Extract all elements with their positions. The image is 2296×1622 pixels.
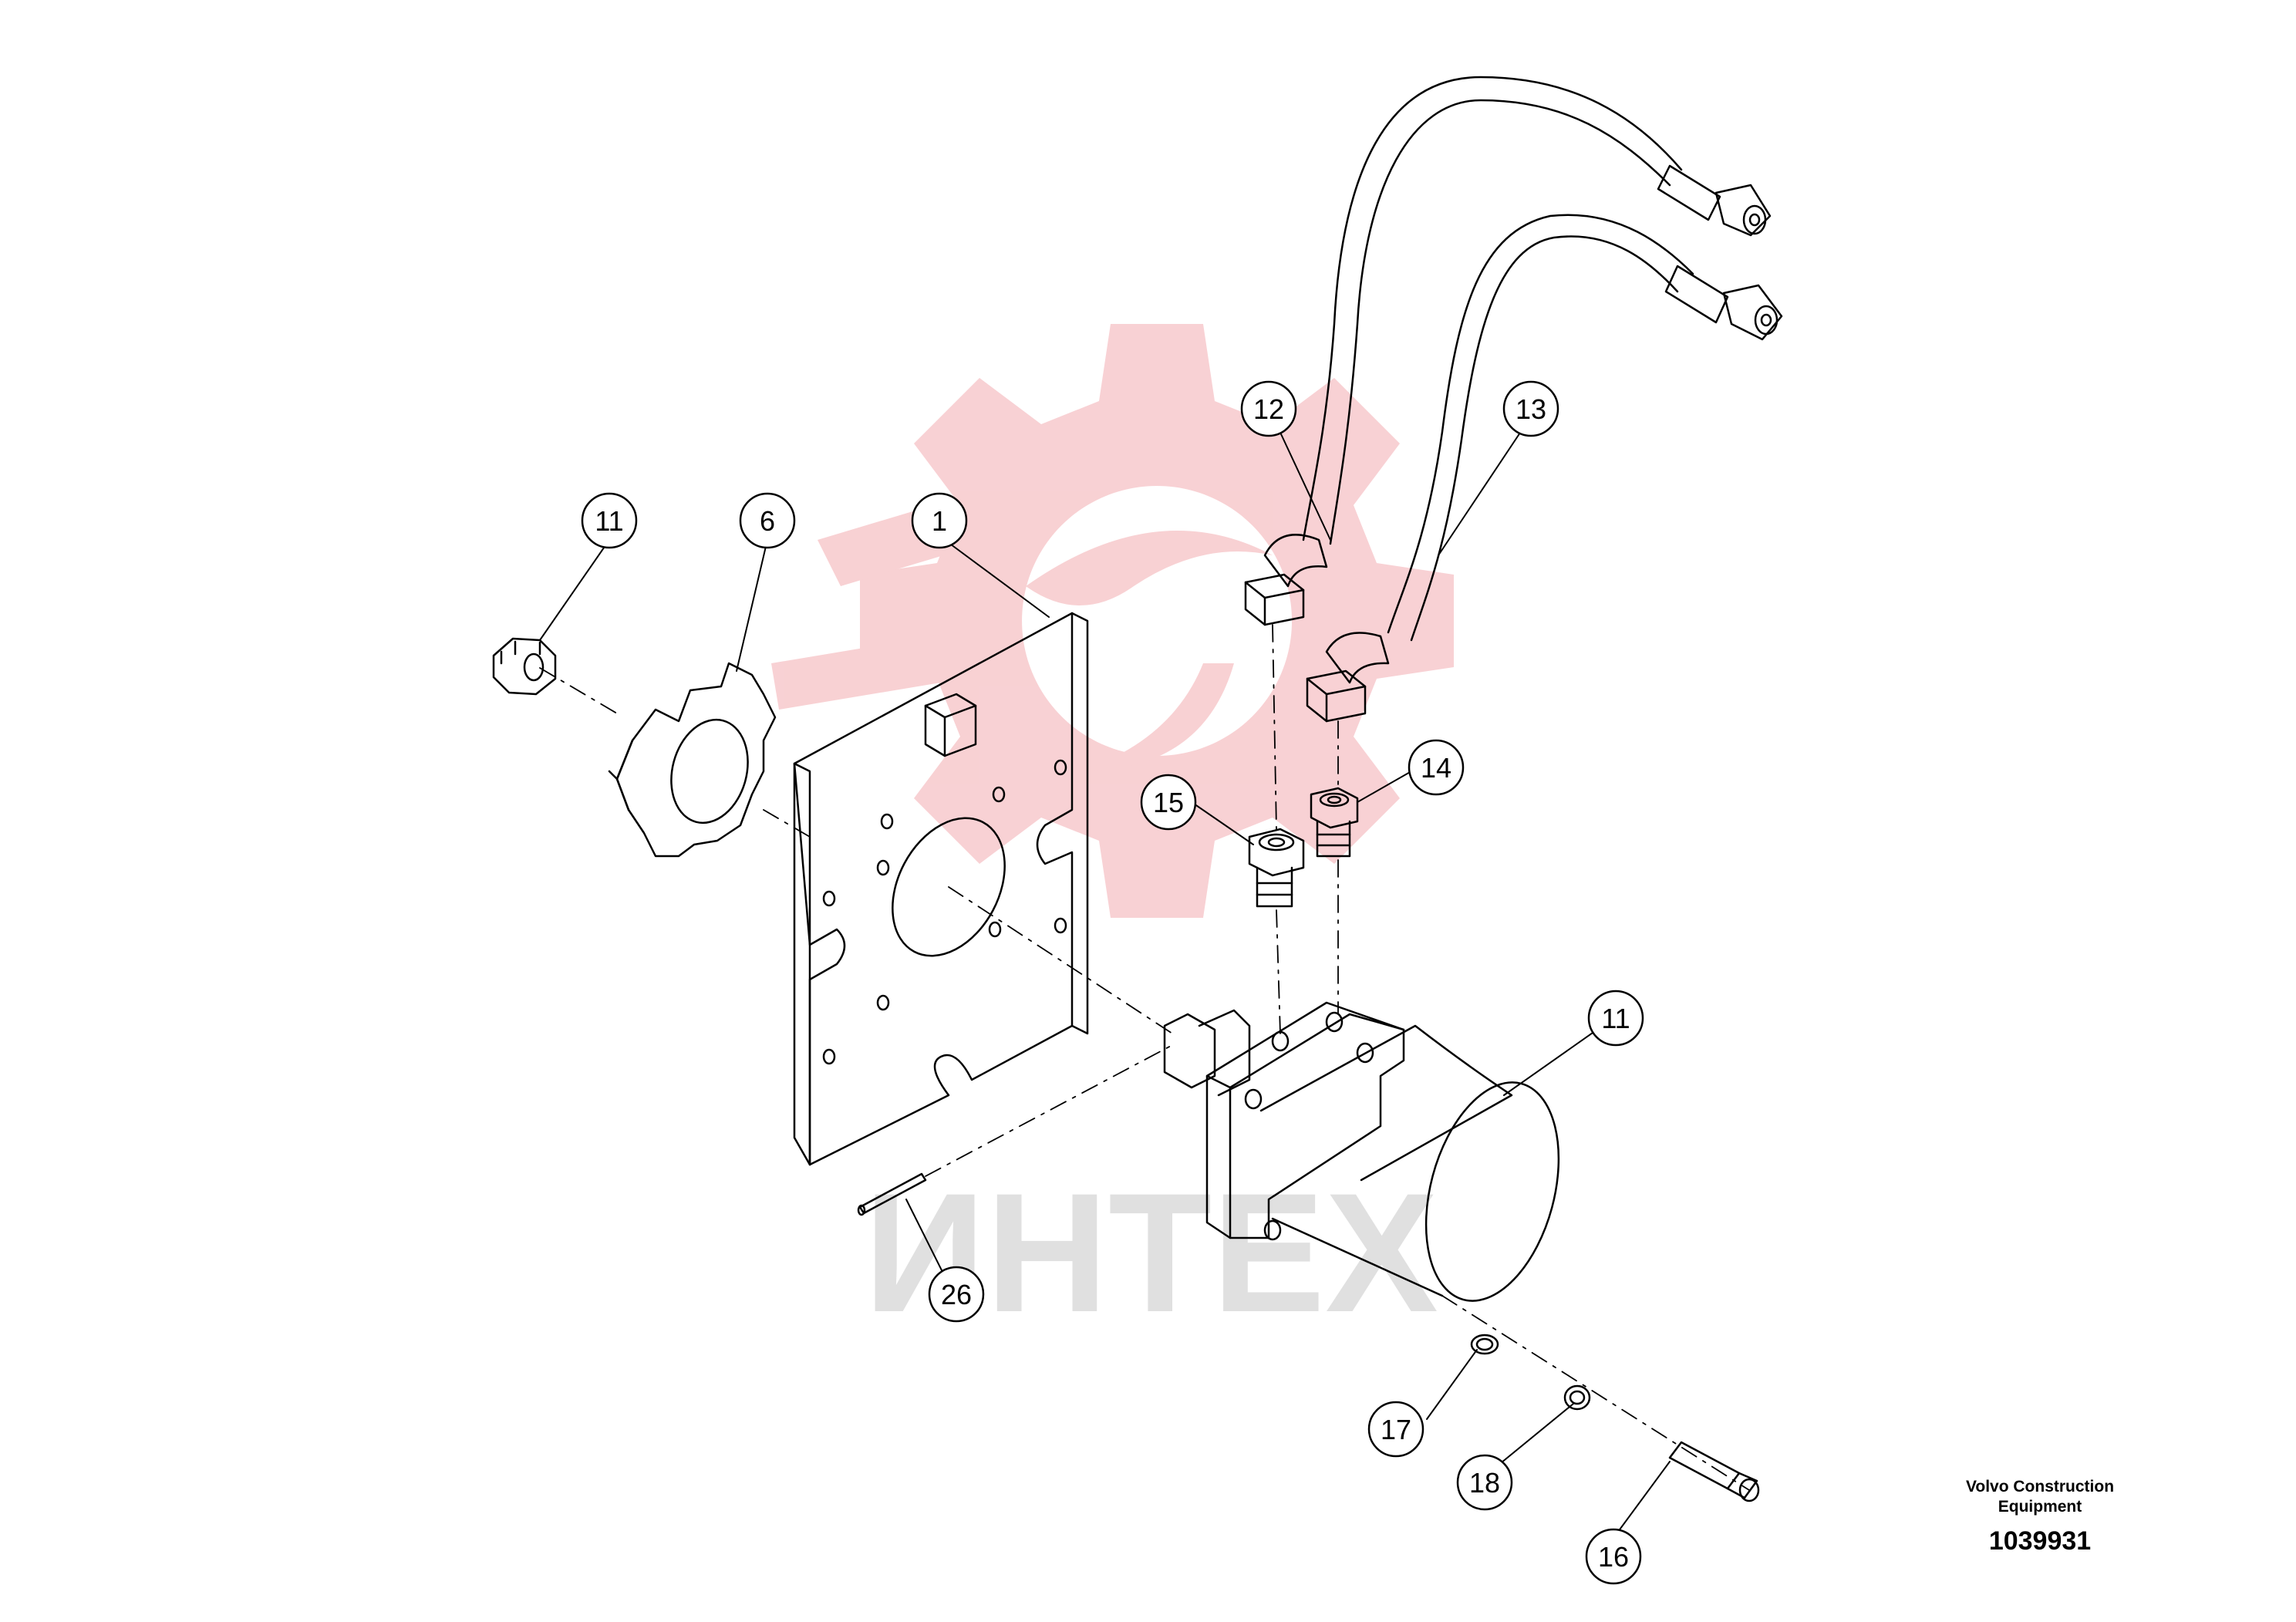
callout-label: 11	[595, 505, 623, 537]
cap-screw-16	[1668, 1441, 1760, 1502]
callout-label: 13	[1515, 393, 1546, 425]
leader-lines	[539, 423, 1671, 1536]
callout-11-nut: 11	[581, 492, 638, 549]
publisher-name-line2: Equipment	[1998, 1498, 2082, 1516]
adapter-fitting-15	[1248, 828, 1305, 908]
callout-label: 18	[1469, 1467, 1500, 1499]
callout-label: 11	[1601, 1003, 1630, 1034]
watermark-gear-logo	[771, 324, 1454, 918]
callout-1: 1	[911, 492, 968, 549]
callout-17: 17	[1367, 1401, 1424, 1458]
drawing-number: 1039931	[1988, 1526, 2092, 1556]
elbow-fitting-12	[1244, 534, 1328, 626]
callout-label: 6	[760, 505, 775, 537]
washer-17	[1470, 1334, 1499, 1355]
hose-13	[1387, 214, 1783, 642]
roll-pin-26	[857, 1172, 927, 1216]
hose-12	[1302, 76, 1772, 545]
callout-label: 12	[1253, 393, 1284, 425]
callout-label: 15	[1153, 787, 1184, 818]
mounting-plate-1	[793, 612, 1089, 1166]
adapter-fitting-14	[1310, 787, 1359, 858]
callout-16: 16	[1585, 1528, 1642, 1585]
callout-13: 13	[1502, 380, 1559, 437]
callout-label: 17	[1381, 1414, 1411, 1445]
callout-12: 12	[1240, 380, 1297, 437]
callout-label: 26	[941, 1279, 972, 1310]
hydraulic-motor-11	[1163, 1001, 1560, 1302]
callout-label: 14	[1421, 752, 1451, 784]
callout-26: 26	[928, 1266, 985, 1323]
callout-11-motor: 11	[1587, 990, 1644, 1047]
publisher-name-line1: Volvo Construction	[1965, 1478, 2115, 1496]
callout-15: 15	[1140, 774, 1197, 831]
callout-6: 6	[739, 492, 796, 549]
publisher-block: Volvo Construction Equipment 1039931	[1928, 1477, 2152, 1556]
callout-label: 1	[932, 505, 947, 537]
callout-18: 18	[1456, 1454, 1513, 1511]
callout-label: 16	[1598, 1541, 1629, 1573]
sprocket-6	[608, 662, 777, 858]
castle-nut-11	[492, 637, 557, 696]
callout-14: 14	[1408, 739, 1465, 796]
washer-18	[1563, 1384, 1591, 1411]
elbow-fitting-13	[1306, 632, 1390, 723]
assembly-lines	[539, 624, 1750, 1491]
